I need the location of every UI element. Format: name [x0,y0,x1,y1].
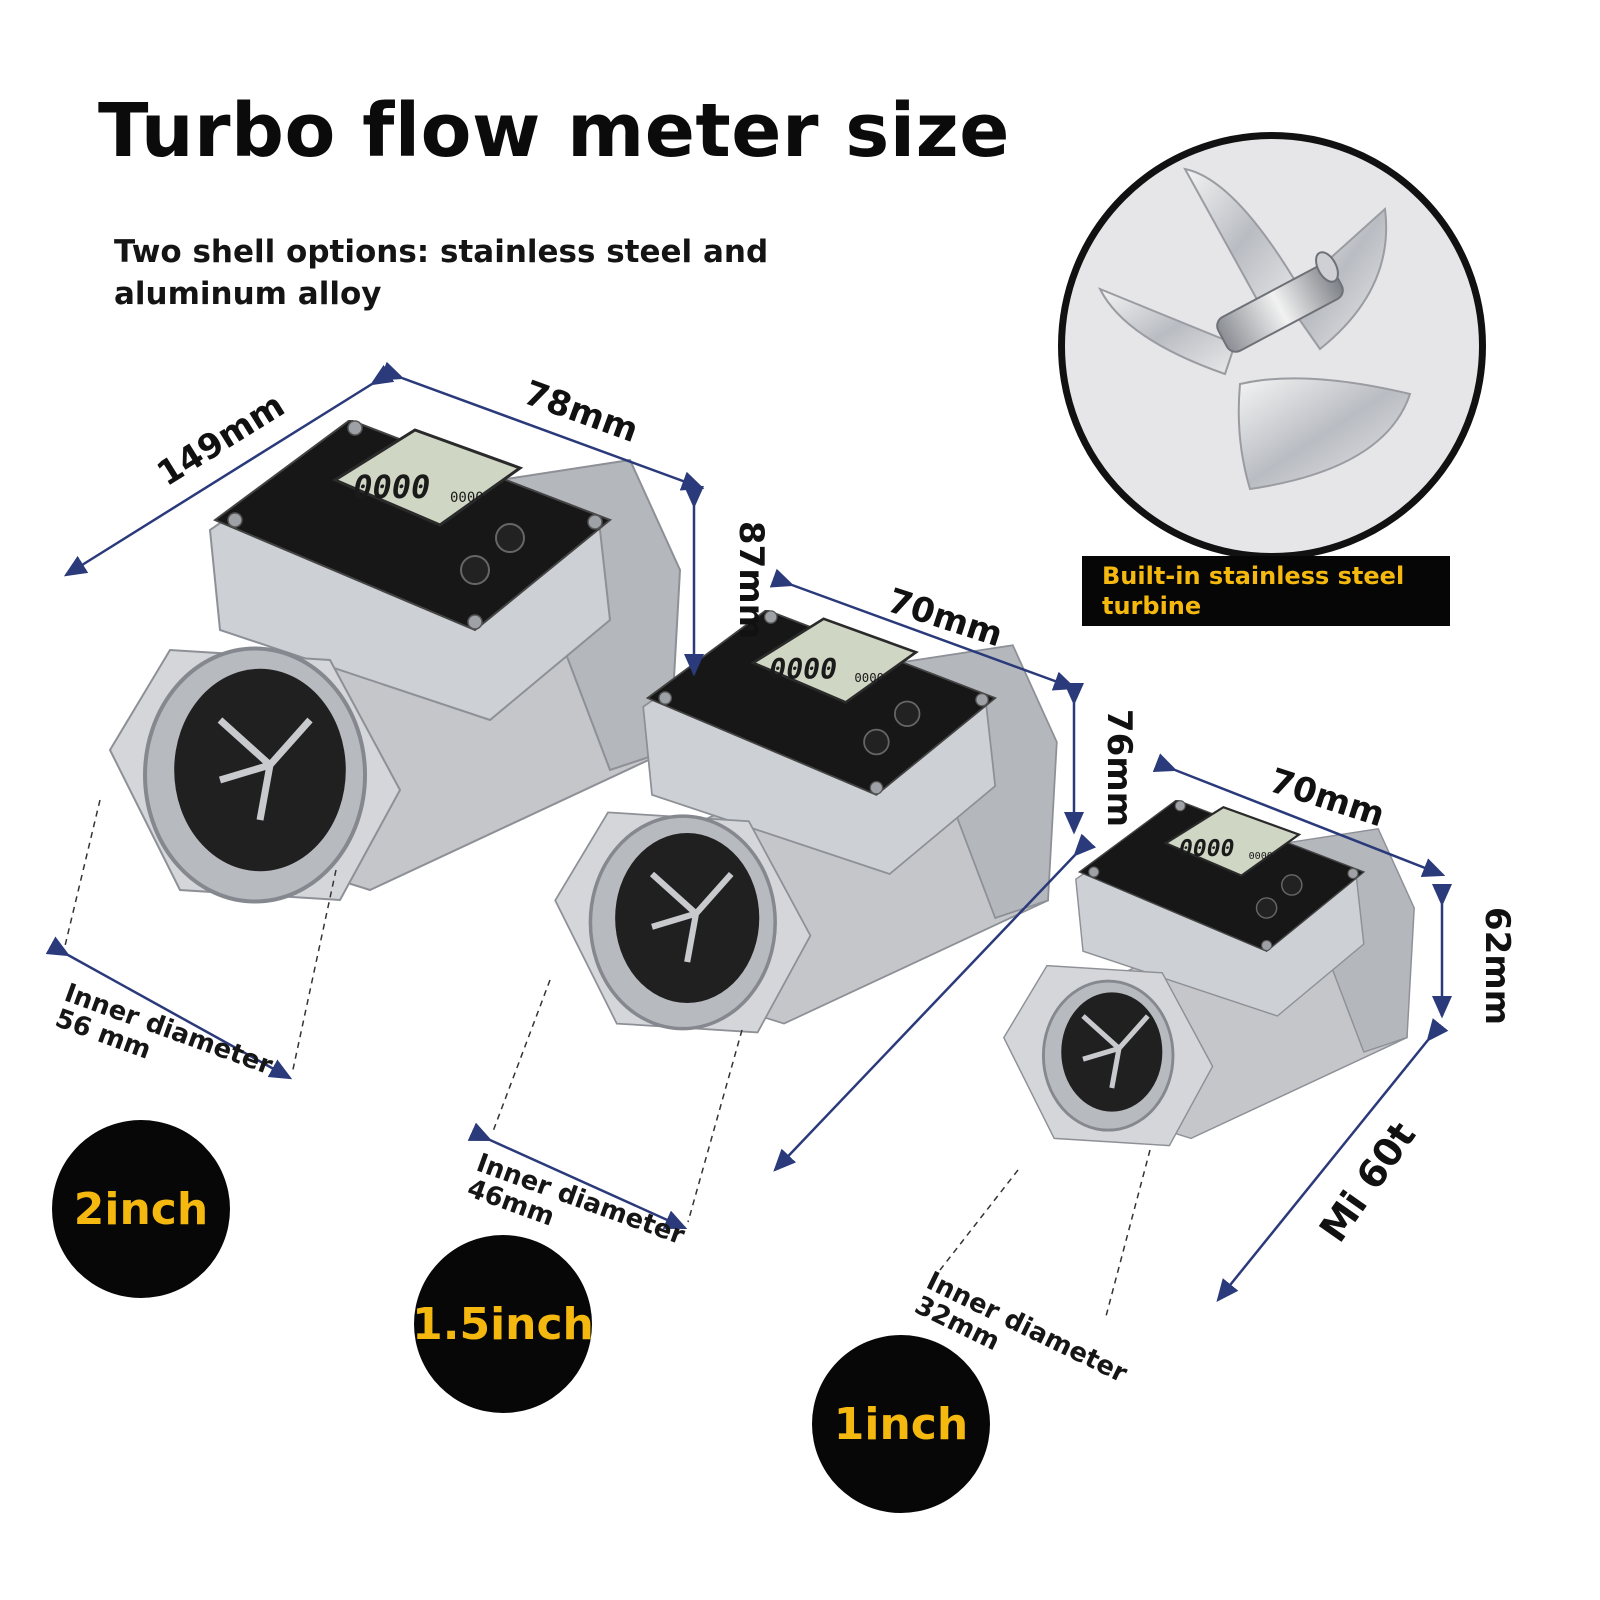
turbine-label: Built-in stainless steel turbine [1082,556,1450,626]
screw-icon [975,692,989,707]
screw-icon [658,691,673,705]
size-badge-2inch: 2inch [52,1120,230,1298]
size-badge-1-5inch: 1.5inch [412,1235,594,1413]
turbine-impeller-icon [1097,167,1412,491]
turbine-detail-circle [1058,132,1486,560]
dim-62mm: 62mm [1477,906,1518,1026]
dim-line-inner-46 [467,1122,688,1230]
inner-turbine-icon [649,871,734,963]
dim-line-15-length [773,833,1097,1172]
dim-line-70-b [1152,753,1446,878]
dim-line-78 [379,361,705,491]
inner-turbine-icon [217,717,313,821]
mode-button-icon [460,555,490,585]
page-title: Turbo flow meter size [98,88,1010,174]
dim-line-149 [63,364,395,577]
dim-76mm: 76mm [1099,708,1140,828]
dim-line-inner-56 [45,936,293,1080]
mode-button-icon [1255,897,1278,919]
dim-line-mi60t [1216,1018,1449,1302]
lcd-small-reading: 0000 [450,490,484,506]
display-panel [645,610,997,796]
dim-line-70-a [769,568,1077,691]
screw-icon [1261,939,1273,952]
screw-icon [869,780,884,795]
shell-options-text: Two shell options: stainless steel and a… [114,234,769,312]
screw-icon [587,514,603,530]
reset-button-icon [495,523,525,553]
size-badge-1inch: 1inch [812,1335,990,1513]
screw-icon [467,614,483,630]
reset-button-icon [893,700,921,728]
dim-87mm: 87mm [731,520,772,640]
mode-button-icon [863,728,890,756]
